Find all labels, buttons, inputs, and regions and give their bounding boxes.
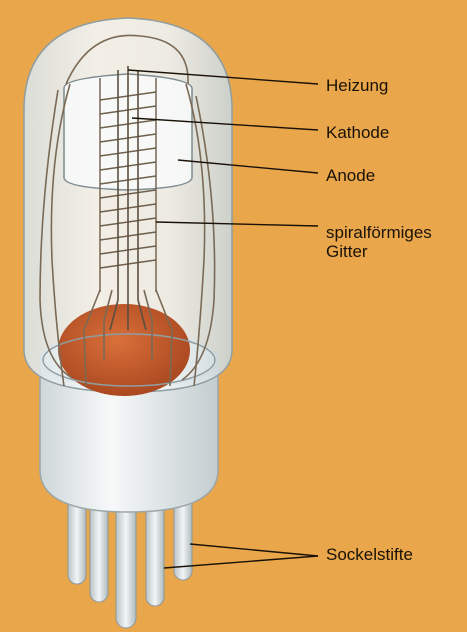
label-gitter-line1: spiralförmiges [326, 223, 432, 242]
label-anode: Anode [326, 166, 375, 185]
socket-pin [116, 500, 136, 628]
label-gitter: spiralförmiges Gitter [326, 223, 432, 261]
leader-sockel-1 [190, 544, 318, 556]
label-gitter-line2: Gitter [326, 242, 432, 261]
label-heizung: Heizung [326, 76, 388, 95]
label-sockelstifte: Sockelstifte [326, 545, 413, 564]
label-kathode: Kathode [326, 123, 389, 142]
